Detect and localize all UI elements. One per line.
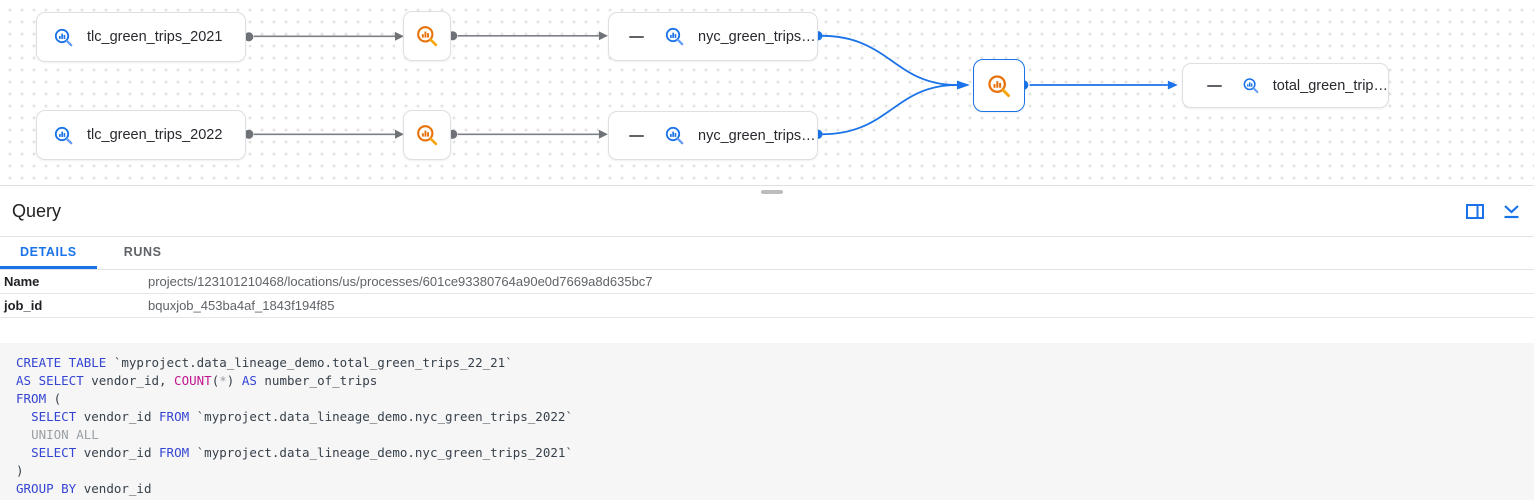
details-value: projects/123101210468/locations/us/proce… (148, 274, 653, 289)
bigquery-table-icon (665, 126, 684, 145)
sql-line: CREATE TABLE `myproject.data_lineage_dem… (16, 355, 513, 370)
details-table: Name projects/123101210468/locations/us/p… (0, 270, 1534, 318)
node-tlc-green-trips-2022[interactable]: tlc_green_trips_2022 (36, 110, 246, 160)
node-label: tlc_green_trips_2021 (87, 29, 223, 45)
collapse-panel-icon[interactable] (1503, 204, 1520, 219)
node-total-green-trips[interactable]: total_green_trip… (1182, 63, 1389, 108)
panel-title: Query (12, 200, 62, 221)
node-label: nyc_green_trips… (698, 127, 816, 144)
process-query-icon (417, 26, 438, 47)
sql-line: GROUP BY vendor_id (16, 481, 152, 496)
bigquery-table-icon (1243, 78, 1259, 94)
node-process-2[interactable] (403, 110, 451, 160)
node-nyc-green-trips-bottom[interactable]: nyc_green_trips… (608, 111, 818, 160)
sql-line: ) (16, 463, 24, 478)
bigquery-table-icon (54, 28, 73, 46)
details-row: job_id bquxjob_453ba4af_1843f194f85 (0, 294, 1534, 318)
process-query-icon (988, 74, 1010, 97)
bigquery-table-icon (54, 126, 73, 144)
details-key: Name (4, 274, 40, 289)
panel-tabs: DETAILS RUNS (0, 237, 1534, 270)
tab-details[interactable]: DETAILS (0, 237, 97, 269)
panel-resize-handle[interactable] (761, 190, 783, 194)
sql-code-block: CREATE TABLE `myproject.data_lineage_dem… (0, 343, 1534, 500)
node-nyc-green-trips-top[interactable]: nyc_green_trips… (608, 12, 818, 61)
details-key: job_id (4, 298, 43, 313)
lineage-edges (244, 31, 1178, 140)
sql-line: SELECT vendor_id FROM `myproject.data_li… (31, 409, 573, 424)
sql-line: FROM ( (16, 391, 62, 406)
node-label: nyc_green_trips… (698, 28, 816, 45)
node-process-1[interactable] (403, 11, 451, 61)
collapse-columns-icon[interactable] (629, 134, 644, 137)
query-details-panel: Query DETAILS RUNS Name projects/12310121… (0, 186, 1534, 500)
sql-line: AS SELECT vendor_id, COUNT(*) AS number_… (16, 373, 378, 388)
node-label: tlc_green_trips_2022 (87, 127, 223, 143)
details-value: bquxjob_453ba4af_1843f194f85 (148, 298, 335, 313)
sql-line: UNION ALL (31, 427, 99, 442)
open-side-panel-icon[interactable] (1466, 203, 1484, 219)
details-row: Name projects/123101210468/locations/us/p… (0, 270, 1534, 294)
lineage-canvas[interactable]: tlc_green_trips_2021 tlc_green_trips_202… (0, 0, 1534, 186)
tab-runs[interactable]: RUNS (123, 244, 162, 259)
collapse-columns-icon[interactable] (629, 35, 644, 38)
node-tlc-green-trips-2021[interactable]: tlc_green_trips_2021 (36, 12, 246, 62)
collapse-columns-icon[interactable] (1207, 84, 1222, 87)
process-query-icon (417, 125, 438, 146)
node-label: total_green_trip… (1272, 77, 1388, 94)
sql-line: SELECT vendor_id FROM `myproject.data_li… (31, 445, 573, 460)
bigquery-table-icon (665, 27, 684, 46)
node-process-query-selected[interactable] (973, 59, 1025, 112)
panel-header: Query (0, 186, 1534, 237)
